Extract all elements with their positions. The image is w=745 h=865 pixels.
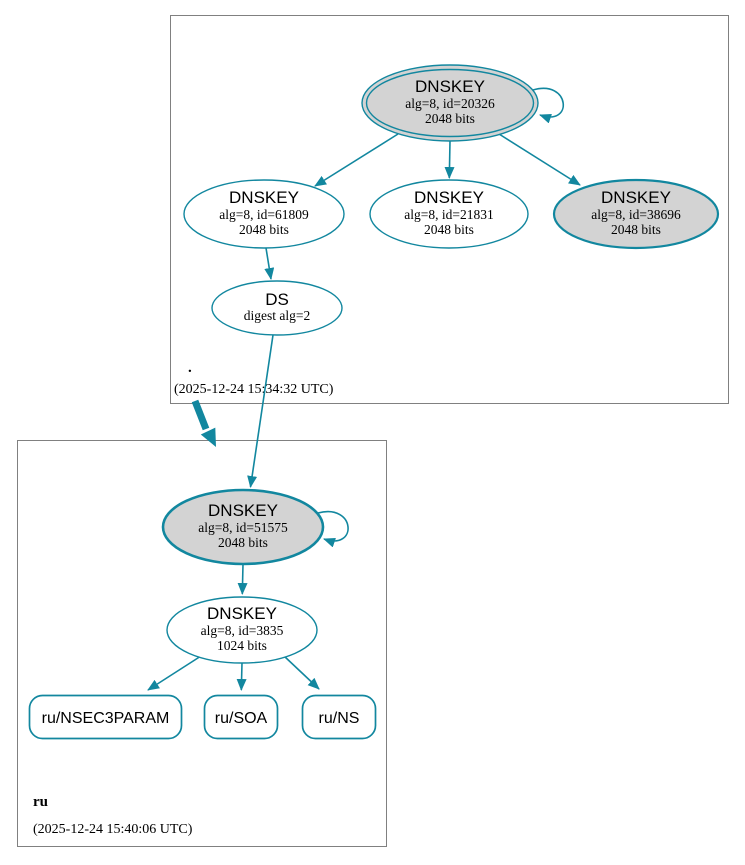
dnskey-38696-title: DNSKEY: [601, 188, 671, 207]
node-rrset-ns[interactable]: ru/NS: [301, 694, 377, 740]
rrset-soa-box: [203, 694, 279, 740]
rrset-ns-box: [301, 694, 377, 740]
ds-ellipse: [211, 280, 343, 336]
node-rrset-nsec3param[interactable]: ru/NSEC3PARAM: [28, 694, 183, 740]
dnskey-51575-ellipse: [161, 488, 325, 566]
dnskey-38696-detail: alg=8, id=38696: [591, 207, 681, 222]
rrset-ns-label: ru/NS: [319, 710, 360, 727]
zone-ru: ru (2025-12-24 15:40:06 UTC): [17, 440, 387, 847]
edge-3835-to-nsec3param: [147, 655, 202, 691]
node-dnskey-21831[interactable]: DNSKEY alg=8, id=21831 2048 bits: [369, 179, 529, 249]
edge-ksk20326-to-21831: [444, 140, 455, 179]
zone-root: . (2025-12-24 15:34:32 UTC): [170, 15, 729, 404]
dnskey-61809-detail: alg=8, id=61809: [219, 207, 309, 222]
dnskey-61809-title: DNSKEY: [229, 188, 299, 207]
zone-root-label: .: [188, 360, 192, 376]
edge-ksk51575-selfloop: [317, 510, 349, 548]
dnskey-21831-ellipse: [369, 179, 529, 249]
node-rrset-soa[interactable]: ru/SOA: [203, 694, 279, 740]
node-ds-root[interactable]: DS digest alg=2: [211, 280, 343, 336]
dnskey-3835-detail: alg=8, id=3835: [201, 623, 284, 638]
dnskey-61809-ellipse: [183, 179, 345, 249]
dnskey-61809-size: 2048 bits: [239, 222, 289, 237]
zone-ru-timestamp: (2025-12-24 15:40:06 UTC): [33, 822, 193, 837]
edges-root: [264, 87, 581, 280]
dnskey-21831-detail: alg=8, id=21831: [404, 207, 493, 222]
edge-ksk51575-to-3835: [237, 563, 248, 595]
rrset-nsec3param-box: [28, 694, 183, 740]
edge-3835-to-soa: [236, 662, 247, 691]
node-dnskey-20326[interactable]: DNSKEY alg=8, id=20326 2048 bits: [361, 64, 539, 142]
edge-ksk20326-selfloop: [532, 87, 564, 124]
edge-ksk20326-to-61809: [314, 133, 399, 187]
edges-ru: [147, 510, 349, 691]
zone-root-box: [170, 15, 729, 404]
dnskey-51575-title: DNSKEY: [208, 501, 278, 520]
dnskey-20326-outer-ellipse: [361, 64, 539, 142]
ds-title: DS: [265, 290, 289, 309]
dnskey-3835-size: 1024 bits: [217, 638, 267, 653]
dnskey-20326-inner-ellipse: [365, 68, 535, 138]
dnskey-21831-size: 2048 bits: [424, 222, 474, 237]
zone-arrow-shaft: [191, 399, 210, 431]
node-dnskey-38696[interactable]: DNSKEY alg=8, id=38696 2048 bits: [552, 178, 720, 250]
node-dnskey-61809[interactable]: DNSKEY alg=8, id=61809 2048 bits: [183, 179, 345, 249]
dnskey-38696-ellipse: [552, 178, 720, 250]
edge-3835-to-ns: [283, 655, 320, 690]
node-dnskey-51575[interactable]: DNSKEY alg=8, id=51575 2048 bits: [161, 488, 325, 566]
dnskey-51575-size: 2048 bits: [218, 535, 268, 550]
dnskey-3835-title: DNSKEY: [207, 604, 277, 623]
rrset-soa-label: ru/SOA: [215, 710, 268, 727]
edge-ds-to-ksk51575: [247, 334, 274, 488]
ds-detail: digest alg=2: [244, 308, 310, 323]
rrset-nsec3param-label: ru/NSEC3PARAM: [42, 710, 170, 727]
zone-ru-box: [17, 440, 387, 847]
edge-ksk20326-to-38696: [498, 133, 581, 186]
dnskey-38696-size: 2048 bits: [611, 222, 661, 237]
edge-61809-to-ds: [264, 247, 275, 280]
dnskey-20326-title: DNSKEY: [415, 77, 485, 96]
dnskey-20326-size: 2048 bits: [425, 111, 475, 126]
zone-ru-label: ru: [33, 794, 48, 810]
zone-arrow-head: [200, 427, 216, 447]
dnskey-51575-detail: alg=8, id=51575: [198, 520, 288, 535]
node-dnskey-3835[interactable]: DNSKEY alg=8, id=3835 1024 bits: [166, 596, 318, 664]
dnskey-3835-ellipse: [166, 596, 318, 664]
dnskey-20326-detail: alg=8, id=20326: [405, 96, 495, 111]
zone-root-timestamp: (2025-12-24 15:34:32 UTC): [174, 382, 334, 397]
dnskey-21831-title: DNSKEY: [414, 188, 484, 207]
edge-zone-root-to-ru: [191, 399, 216, 447]
